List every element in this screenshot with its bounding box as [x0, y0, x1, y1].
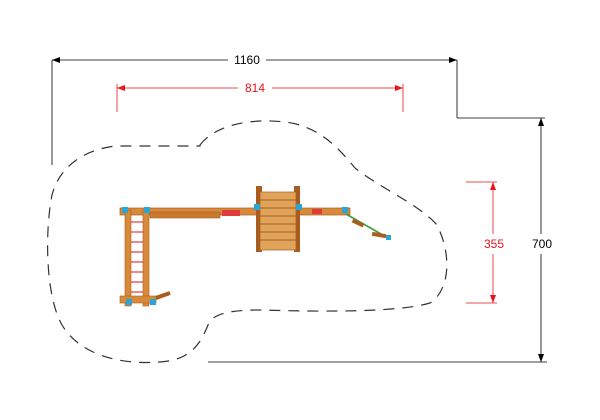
safety-zone-outline [47, 120, 448, 364]
dimension-equipment-length-label: 814 [245, 81, 265, 95]
center-frame-body [259, 191, 297, 251]
center-frame-post-left [256, 186, 262, 252]
post-cap [122, 207, 128, 213]
dimension-equipment-length: 814 [116, 81, 404, 112]
left-ladder-rail-left [124, 209, 132, 307]
post-cap [296, 204, 302, 210]
dimension-overall-height: 700 [208, 118, 552, 363]
dimension-equipment-width-label: 355 [484, 237, 504, 251]
right-connector [312, 209, 322, 214]
left-ladder-rungs [131, 221, 143, 293]
monkey-bar-beam [149, 211, 221, 219]
playground-equipment [119, 186, 391, 307]
dimension-overall-height-label: 700 [532, 237, 552, 251]
dimension-overall-width: 1160 [51, 53, 545, 165]
post-cap [386, 235, 391, 240]
post-cap [254, 204, 260, 210]
rope-step [351, 218, 365, 228]
left-ladder-rail-right [142, 209, 150, 307]
red-handle [222, 210, 240, 216]
post-cap [342, 207, 348, 213]
dimension-equipment-width: 355 [466, 181, 504, 304]
dimension-overall-width-label: 1160 [234, 53, 260, 67]
center-frame-post-right [294, 186, 300, 252]
post-cap [126, 299, 132, 305]
rope-step [371, 231, 387, 239]
post-cap [150, 299, 156, 305]
center-frame-slats [260, 199, 296, 241]
post-cap [144, 207, 150, 213]
